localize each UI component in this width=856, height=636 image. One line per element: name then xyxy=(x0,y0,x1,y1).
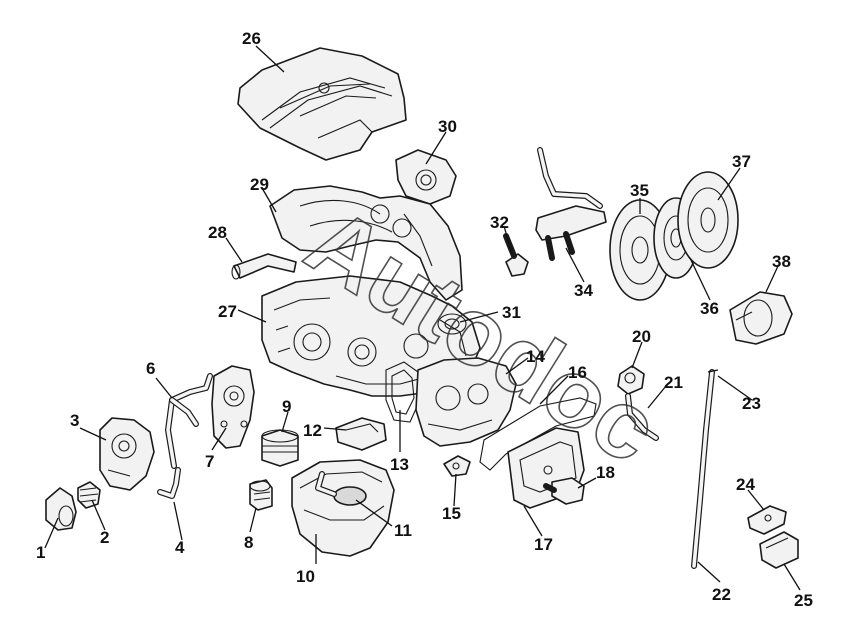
oil-strainer xyxy=(335,417,387,451)
water-outlet xyxy=(617,365,645,395)
callout-9: 9 xyxy=(282,397,291,416)
starter-motor xyxy=(729,291,793,345)
callout-27: 27 xyxy=(218,302,237,321)
thermostat xyxy=(77,481,101,509)
callout-25: 25 xyxy=(794,591,813,610)
callout-18: 18 xyxy=(596,463,615,482)
callout-10: 10 xyxy=(296,567,315,586)
crank-sensor xyxy=(443,455,471,477)
water-pump xyxy=(99,417,155,491)
callout-36: 36 xyxy=(700,299,719,318)
intake-manifold xyxy=(269,185,463,301)
callout-32: 32 xyxy=(490,213,509,232)
fuel-rail xyxy=(535,147,607,261)
oil-pump-cover xyxy=(211,365,255,449)
valve-cover-gasket xyxy=(479,397,597,471)
leader-lines xyxy=(44,45,801,591)
callout-15: 15 xyxy=(442,504,461,523)
callout-14: 14 xyxy=(526,347,545,366)
callout-7: 7 xyxy=(205,452,214,471)
cylinder-head xyxy=(415,357,517,447)
callout-4: 4 xyxy=(175,538,185,557)
callout-20: 20 xyxy=(632,327,651,346)
callout-38: 38 xyxy=(772,252,791,271)
oil-pickup xyxy=(315,471,367,506)
callout-34: 34 xyxy=(574,281,593,300)
callout-1: 1 xyxy=(36,543,45,562)
dipstick-tube xyxy=(691,369,719,569)
pcv-hose xyxy=(231,253,297,280)
callout-35: 35 xyxy=(630,181,649,200)
front-gasket xyxy=(385,361,421,423)
pressure-plate xyxy=(677,171,739,269)
cam-sensor xyxy=(543,477,585,505)
callout-16: 16 xyxy=(568,363,587,382)
callout-31: 31 xyxy=(502,303,521,322)
callout-37: 37 xyxy=(732,152,751,171)
callout-24: 24 xyxy=(736,475,755,494)
callout-6: 6 xyxy=(146,359,155,378)
coolant-temp-sensor xyxy=(503,233,529,277)
engine-mount xyxy=(759,531,799,569)
oil-filter xyxy=(249,479,273,511)
callout-30: 30 xyxy=(438,117,457,136)
callout-11: 11 xyxy=(394,521,412,540)
coolant-pipe xyxy=(165,373,213,469)
callout-23: 23 xyxy=(742,394,761,413)
throttle-gasket xyxy=(437,313,467,335)
coolant-hose xyxy=(625,393,659,441)
callout-3: 3 xyxy=(70,411,79,430)
oil-cooler xyxy=(261,429,299,467)
throttle-body xyxy=(395,149,457,205)
callouts: 1 2 3 4 6 7 8 9 10 11 12 13 14 15 16 17 … xyxy=(36,29,813,610)
callout-12: 12 xyxy=(303,421,322,440)
engine-cover xyxy=(237,47,407,161)
oil-pan xyxy=(291,459,395,557)
callout-2: 2 xyxy=(100,528,109,547)
callout-28: 28 xyxy=(208,223,227,242)
water-pipe xyxy=(157,467,181,499)
callout-13: 13 xyxy=(390,455,409,474)
callout-26: 26 xyxy=(242,29,261,48)
callout-8: 8 xyxy=(244,533,253,552)
callout-17: 17 xyxy=(534,535,553,554)
callout-21: 21 xyxy=(664,373,683,392)
callout-22: 22 xyxy=(712,585,731,604)
callout-29: 29 xyxy=(250,175,269,194)
thermostat-housing xyxy=(45,487,77,531)
engine-mount-bracket xyxy=(747,505,787,535)
